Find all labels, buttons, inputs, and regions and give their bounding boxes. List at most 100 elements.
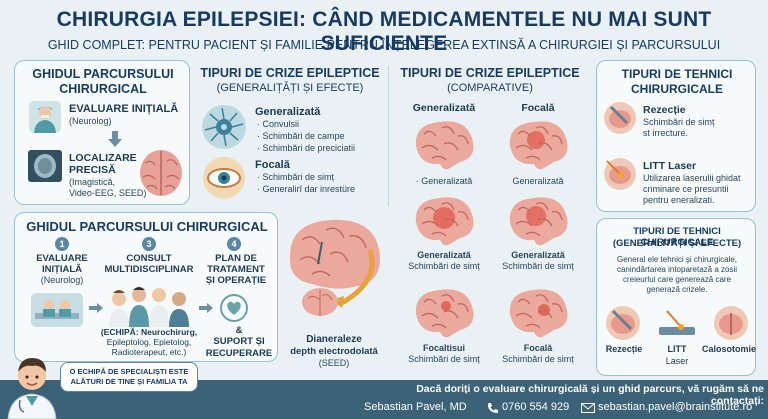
scalpel-icon	[604, 102, 636, 134]
guide-small-panel: GHIDUL PARCURSULUI CHIRURGICAL EVALUARE …	[14, 60, 190, 205]
doctor-icon	[7, 358, 57, 419]
techniques-title: TIPURI DE TEHNICI	[621, 67, 733, 81]
technique-1-desc: Schimbări de simț	[643, 117, 715, 127]
team-desc-3: Radioterapeut, etc.)	[111, 347, 187, 358]
row2-left-2: Schimbări de simț	[408, 261, 480, 271]
footer-cta: Dacă doriți o evaluare chirurgicală și u…	[416, 383, 764, 407]
techniques-panel: TIPURI DE TEHNICI CHIRURGICALE Rezecție …	[596, 60, 756, 212]
bubble-line-1: O ECHIPĂ DE SPECIALIȘTI ESTE	[69, 367, 189, 376]
label-laser: Laser	[665, 356, 689, 366]
brain-icon	[714, 306, 748, 340]
row1-left: · Generalizată	[415, 176, 473, 186]
arrow-right-icon	[199, 303, 213, 313]
techniques2-panel: TIPURI DE TEHNICI CHIRURGICALE (GENERALI…	[596, 218, 756, 376]
techniques2-desc-1: General ele tehnici și chirurgicale,	[616, 255, 738, 264]
row3-right-1: Focală	[523, 343, 553, 353]
techniques2-desc-3: creieurlui care generează care	[622, 275, 732, 284]
laser-icon	[659, 310, 695, 335]
techniques2-desc: General ele tehnici și chirurgicale, can…	[601, 255, 753, 295]
heart-icon	[220, 294, 248, 322]
techniques2-title: TIPURI DE TEHNICI CHIRURGICALE	[633, 226, 721, 248]
team-desc: (ECHIPĂ: Neurochirurg, Epileptolog, Epie…	[97, 327, 201, 358]
comparative-col-2: Focală	[521, 102, 555, 114]
row1-right: Generalizată	[512, 176, 564, 186]
big-step1-title: EVALUARE	[36, 253, 88, 264]
arrow-down-icon	[108, 131, 122, 147]
technique-2-title: LITT Laser	[643, 160, 697, 172]
support-2: SUPORT ȘI	[213, 336, 265, 348]
general-item-3: · Schimbări de preciciatii	[257, 143, 356, 153]
big-step2-title-2: MULTIDISCIPLINAR	[104, 264, 194, 275]
support-text: & SUPORT ȘI RECUPERARE	[201, 325, 277, 359]
row3-left-2: Schimbări de simț	[408, 354, 480, 364]
step2-title-2: PRECISĂ	[69, 164, 116, 176]
footer-phone[interactable]: 0760 554 929	[502, 401, 570, 413]
scalpel-icon	[606, 306, 640, 340]
seizures-title: TIPURI DE CRIZE EPILEPTICE	[200, 66, 380, 80]
techniques2-desc-4: generază crizele.	[646, 285, 708, 294]
step1-sub: (Neurolog)	[69, 116, 112, 126]
brain-icon	[509, 197, 568, 246]
neuron-icon	[202, 105, 246, 149]
general-item-1: · Convulsii	[257, 119, 300, 129]
guide-small-title: GHIDUL PARCURSULUI	[32, 67, 174, 81]
technique-2-desc-2: cnminare ce presuntii	[643, 184, 729, 194]
footer-email[interactable]: sebastian.pavel@brainstitute.ro	[598, 401, 753, 413]
mail-icon	[581, 403, 595, 413]
page-subtitle: GHID COMPLET: PENTRU PACIENT ȘI FAMILIE …	[47, 38, 721, 52]
focal-title: Focală	[255, 159, 290, 171]
brain-icon	[415, 121, 474, 170]
focal-item-1: · Schimbări de simț	[257, 172, 335, 182]
comparative-title: TIPURI DE CRIZE EPILEPTICE	[400, 66, 580, 80]
techniques2-desc-2: canindărtarea intoparetază a zosii	[616, 265, 738, 274]
page-title: CHIRURGIA EPILEPSIEI: CÂND MEDICAMENTELE…	[56, 8, 712, 55]
focal-item-2: · Generalirî dar inrestüre	[257, 184, 356, 194]
brain-icon	[415, 289, 474, 338]
row2-right-1: Generalizată	[511, 250, 565, 260]
technique-1-title: Rezecție	[643, 104, 686, 116]
brain-icon	[415, 197, 474, 246]
comparative-subtitle: (COMPARATIVE)	[447, 82, 533, 94]
seizures-subtitle: (GENERALIȚĂȚI ȘI EFECTE)	[216, 82, 364, 94]
brain-icon	[509, 289, 568, 338]
speech-bubble: O ECHIPĂ DE SPECIALIȘTI ESTE ALĂTURI DE …	[60, 362, 198, 392]
eye-icon	[203, 157, 245, 199]
comparative-col-1: Generalizată	[412, 102, 476, 114]
doctor-icon	[29, 101, 61, 133]
big-step1-title-2: INIȚIALĂ	[41, 264, 83, 275]
depth-title-2: depth electrodolată	[290, 346, 378, 357]
brain-scan-icon	[28, 150, 62, 182]
team-desc-2: Epileptolog, Epietolog,	[106, 337, 192, 348]
row3-right-2: Schimbări de simț	[502, 354, 574, 364]
depth-sub: (SEED)	[318, 358, 350, 368]
row2-right-2: Schimbări de simț	[502, 261, 574, 271]
step2-sub: (Imagistică,	[69, 177, 116, 187]
techniques2-title-2: (GENERALITĂȚI ȘI EFECTE)	[612, 238, 742, 249]
general-item-2: · Schimbări de campe	[257, 131, 345, 141]
label-litt: LITT	[667, 344, 687, 354]
seizures-section: TIPURI DE CRIZE EPILEPTICE (GENERALIȚĂȚI…	[195, 60, 385, 210]
arrow-right-icon	[89, 303, 103, 313]
big-step2-title: CONSULT	[126, 253, 172, 264]
row2-left-1: Generalizată	[417, 250, 471, 260]
big-step3-title-2: TRATAMENT	[207, 264, 265, 275]
label-calosotomie: Calosotomie	[701, 344, 756, 354]
step-number-1: 1	[55, 237, 69, 251]
step-number-3: 3	[142, 237, 156, 251]
big-step3-title: PLAN DE	[215, 253, 257, 264]
doctor-icon	[31, 293, 83, 327]
technique-2-desc: Utilizarea laserulii ghidat	[643, 173, 741, 183]
step-number-4: 4	[227, 237, 241, 251]
guide-big-title: GHIDUL PARCURSULUI CHIRURGICAL	[26, 219, 268, 234]
support-3: RECUPERARE	[205, 347, 273, 359]
laser-icon	[604, 158, 636, 190]
depth-title: Dianeraleze	[306, 334, 362, 345]
step1-title: EVALUARE INIȚIALĂ	[69, 103, 179, 115]
label-rezectie: Rezecție	[605, 344, 643, 354]
comparative-section: TIPURI DE CRIZE EPILEPTICE (COMPARATIVE)…	[392, 60, 588, 378]
brain-icon	[509, 121, 568, 170]
bubble-line-2: ALĂTURI DE TINE ȘI FAMILIA TA	[70, 376, 188, 386]
techniques-title-2: CHIRURGICALE	[631, 82, 723, 96]
team-icon	[109, 287, 189, 327]
step2-sub-2: Video-EEG, SEED)	[69, 188, 147, 198]
